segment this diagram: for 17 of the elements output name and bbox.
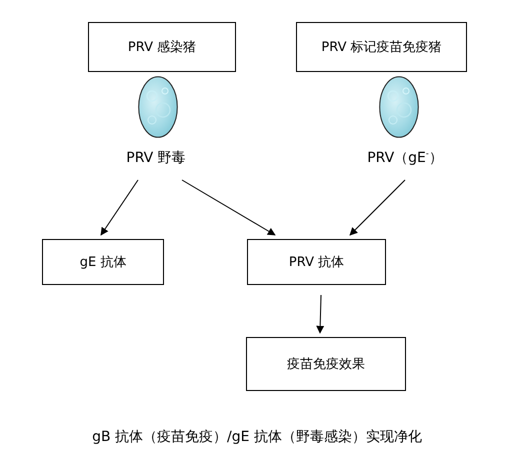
box-label: PRV 感染猪	[128, 39, 196, 56]
arrow	[349, 180, 406, 236]
node-label: PRV 野毒	[126, 149, 186, 167]
process-box	[88, 22, 236, 72]
box-label: PRV 标记疫苗免疫猪	[321, 39, 442, 56]
box-label: gE 抗体	[80, 254, 126, 271]
process-box	[246, 337, 406, 391]
process-box	[296, 22, 467, 72]
node-label: PRV（gE$^{-}$）	[367, 149, 443, 167]
arrow	[182, 180, 276, 236]
box-label: 疫苗免疫效果	[287, 356, 365, 373]
arrow	[316, 294, 324, 334]
box-label: PRV 抗体	[288, 254, 344, 271]
process-box	[42, 239, 164, 285]
caption: gB 抗体（疫苗免疫）/gE 抗体（野毒感染）实现净化	[91, 428, 423, 446]
process-box	[247, 239, 386, 285]
arrow	[100, 180, 138, 236]
